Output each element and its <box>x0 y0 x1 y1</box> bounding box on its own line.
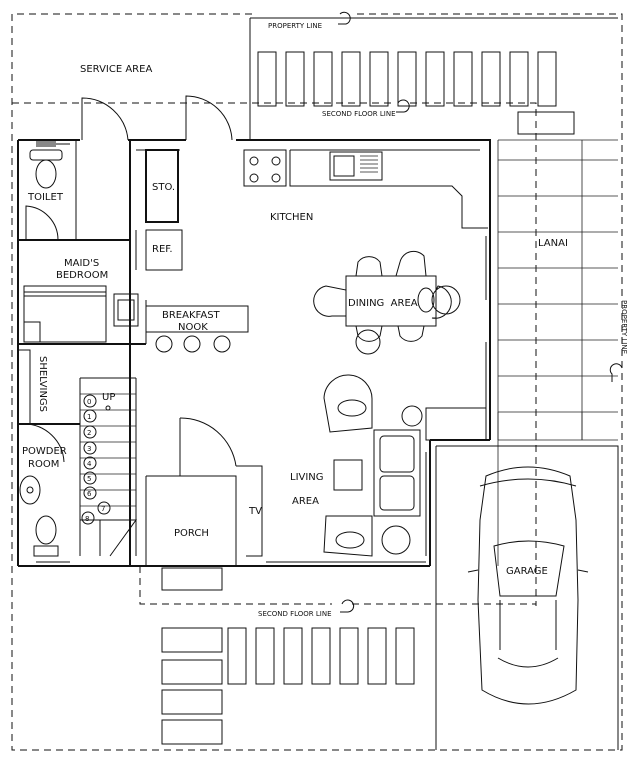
second-floor-line-bottom <box>139 566 332 605</box>
label-living-area-line2: AREA <box>292 496 319 507</box>
shelving <box>18 349 31 425</box>
pavers-front <box>161 567 415 745</box>
kitchen-storage <box>135 149 183 271</box>
stair-step-0: 0 <box>87 398 91 406</box>
porch <box>145 417 263 566</box>
stair-step-numbers: 0 1 2 3 4 5 6 7 8 <box>81 394 111 525</box>
service-doors <box>81 95 233 141</box>
label-tv: TV <box>248 506 262 517</box>
stair-step-5: 5 <box>87 475 91 483</box>
car <box>467 466 589 705</box>
label-service-area: SERVICE AREA <box>80 64 152 75</box>
property-boundary <box>11 13 623 751</box>
toilet-room <box>18 140 130 241</box>
label-powder-room-line1: POWDER <box>22 446 67 457</box>
label-sto: STO. <box>152 182 175 193</box>
living-furniture <box>323 374 487 557</box>
label-toilet: TOILET <box>27 192 64 203</box>
label-up: UP <box>102 392 115 403</box>
garage-outline <box>435 445 619 750</box>
label-ref: REF. <box>152 244 173 255</box>
windows <box>36 139 491 563</box>
stair-step-8: 8 <box>85 515 89 523</box>
label-living-area-line1: LIVING <box>290 472 324 483</box>
maids-bedroom <box>18 285 147 345</box>
label-dining-area: DINING AREA <box>348 298 418 309</box>
label-second-floor-line-top: SECOND FLOOR LINE <box>322 110 396 118</box>
stair-step-6: 6 <box>87 490 92 498</box>
stair-step-2: 2 <box>87 429 91 437</box>
label-shelvings: SHELVINGS <box>37 356 48 412</box>
label-maids-bedroom-line2: BEDROOM <box>56 270 108 281</box>
dining-set <box>313 250 461 355</box>
label-garage: GARAGE <box>506 566 548 577</box>
label-maids-bedroom-line1: MAID'S <box>64 258 99 269</box>
stair-step-3: 3 <box>87 445 91 453</box>
label-kitchen: KITCHEN <box>270 212 313 223</box>
stair-step-1: 1 <box>87 413 91 421</box>
label-second-floor-line-bottom: SECOND FLOOR LINE <box>258 610 332 618</box>
lanai-pavement <box>497 139 618 566</box>
second-floor-line-bottom-symbol <box>340 599 355 613</box>
stair-step-7: 7 <box>101 505 105 513</box>
second-floor-line-top-b <box>410 102 537 606</box>
powder-room <box>18 423 80 557</box>
stair-step-4: 4 <box>87 460 92 468</box>
label-property-line-right: PROPERTY LINE <box>620 300 628 354</box>
kitchen-counters <box>243 149 488 229</box>
property-line-right-symbol <box>609 363 623 382</box>
property-line-top-symbol <box>338 11 351 25</box>
stair-up-marker <box>105 405 111 411</box>
stair <box>79 377 137 557</box>
label-breakfast-nook-line1: BREAKFAST <box>162 310 221 321</box>
label-breakfast-nook-line2: NOOK <box>178 322 208 333</box>
pavers-top <box>257 51 575 135</box>
label-lanai: LANAI <box>538 238 568 249</box>
second-floor-line-top-symbol <box>396 99 410 113</box>
exterior-walls <box>17 139 491 567</box>
label-property-line-top: PROPERTY LINE <box>268 22 322 30</box>
label-powder-room-line2: ROOM <box>28 459 59 470</box>
breakfast-nook <box>146 305 249 353</box>
label-porch: PORCH <box>174 528 209 539</box>
